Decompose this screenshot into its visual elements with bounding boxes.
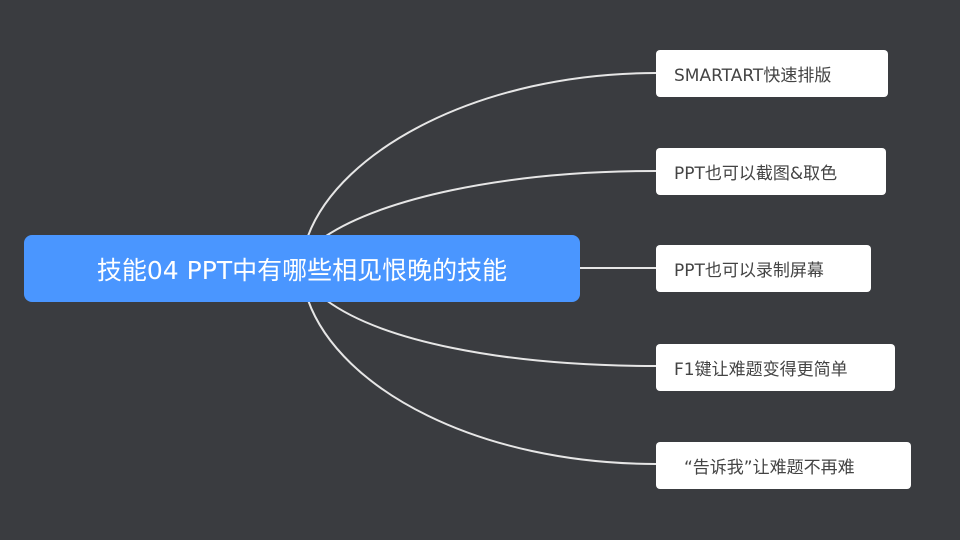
branch-topic-3[interactable]: PPT也可以录制屏幕	[656, 245, 871, 292]
connector-2	[325, 170, 657, 237]
branch-topic-5[interactable]: “告诉我”让难题不再难	[656, 442, 911, 489]
connector-1	[307, 72, 657, 237]
branch-topic-1[interactable]: SMARTART快速排版	[656, 50, 888, 97]
branch-topic-4[interactable]: F1键让难题变得更简单	[656, 344, 895, 391]
connector-5	[307, 299, 657, 465]
branch-topic-2[interactable]: PPT也可以截图&取色	[656, 148, 886, 195]
connector-4	[325, 299, 657, 367]
root-topic[interactable]: 技能04 PPT中有哪些相见恨晚的技能	[24, 235, 580, 302]
